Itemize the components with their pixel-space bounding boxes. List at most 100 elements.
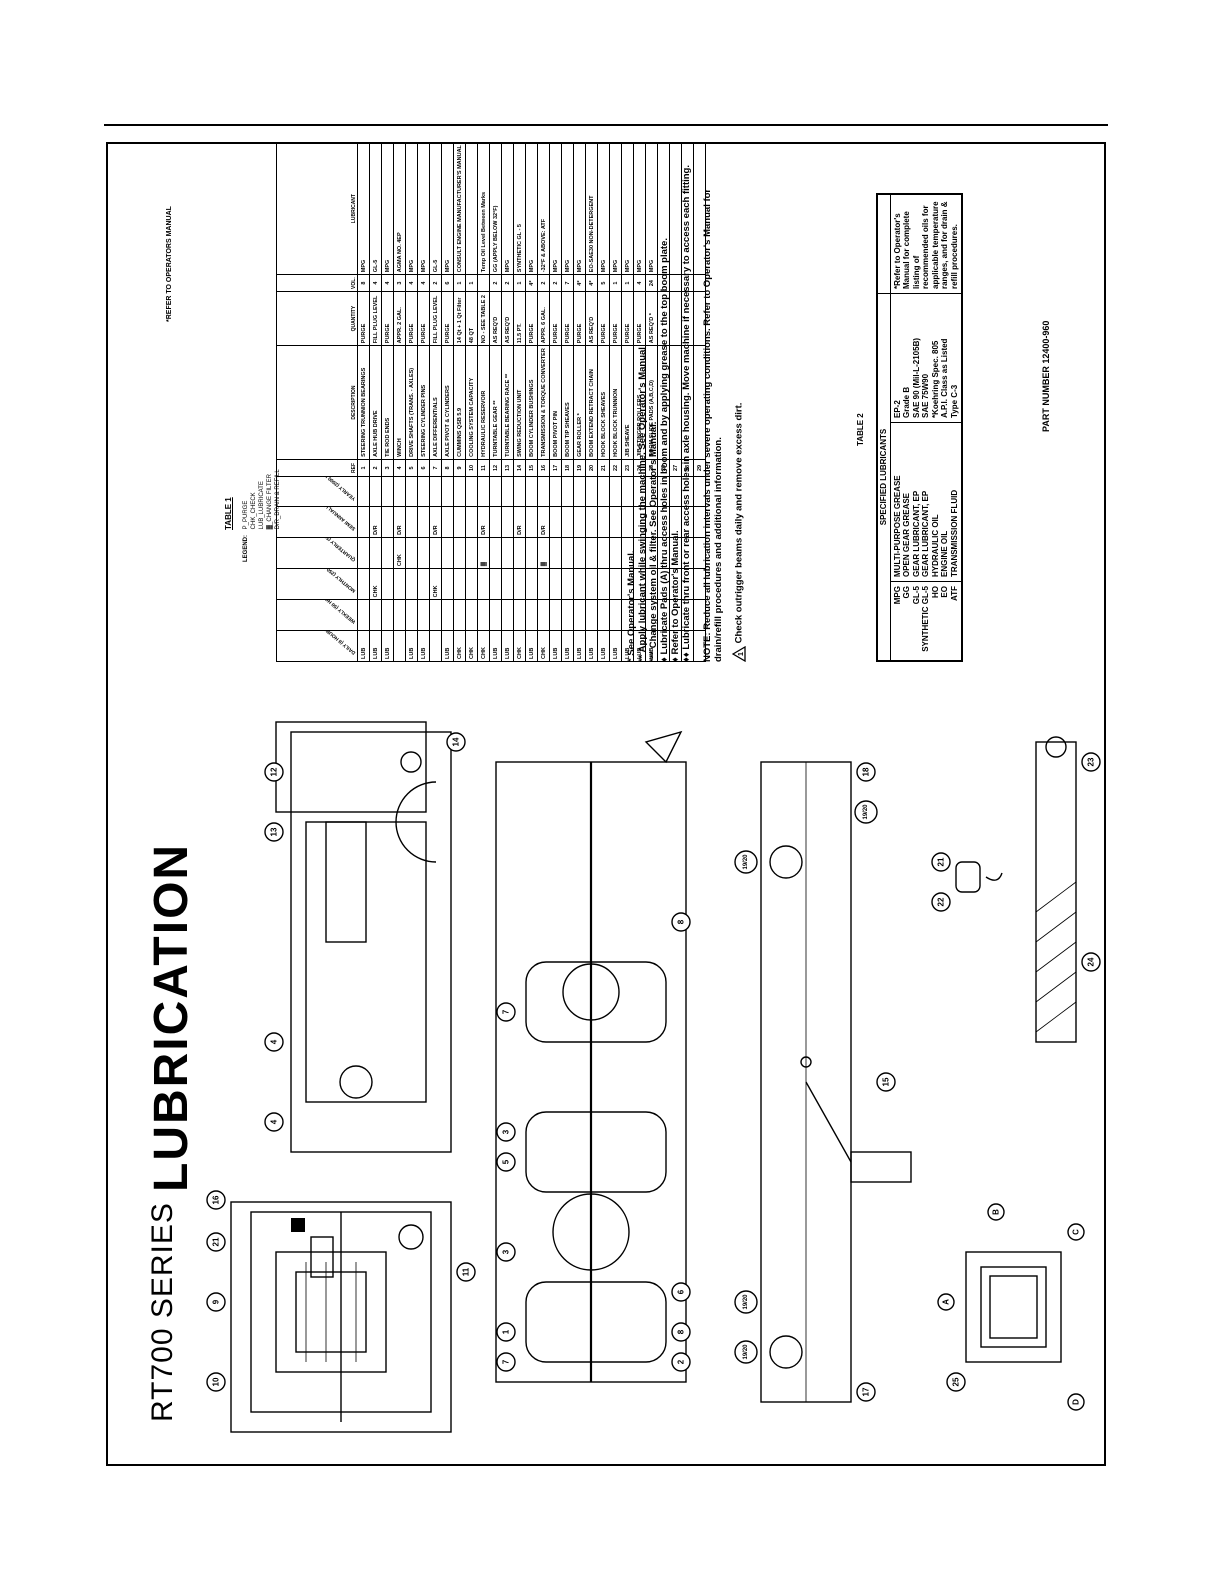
interval-cell — [501, 476, 514, 507]
desc-cell: STEERING TRUNNION BEARINGS — [357, 345, 370, 460]
interval-cell: LUB — [549, 630, 562, 662]
boom-cross-section — [965, 1251, 1062, 1363]
interval-cell — [549, 506, 562, 538]
col-header-lub: LUBRICANT — [276, 142, 358, 275]
vol-cell: 2 — [501, 274, 514, 292]
interval-cell — [609, 599, 622, 631]
hook-block — [955, 861, 1003, 893]
callout-D: D — [1067, 1393, 1085, 1411]
vol-cell: 4 — [405, 274, 418, 292]
interval-cell — [465, 568, 478, 600]
desc-cell: GEAR ROLLER * — [573, 345, 586, 460]
qty-cell: 14 Qt + 1 Qt Filter — [453, 291, 466, 346]
svg-text:25: 25 — [952, 1377, 961, 1386]
interval-cell — [513, 476, 526, 507]
svg-text:5: 5 — [502, 1159, 511, 1164]
interval-cell — [573, 599, 586, 631]
interval-cell: CHK — [429, 568, 442, 600]
interval-cell — [429, 599, 442, 631]
interval-cell — [597, 537, 610, 569]
legend-item: CHK_CHECK — [251, 492, 257, 530]
interval-cell — [585, 476, 598, 507]
ref-cell: 12 — [489, 459, 502, 477]
qty-cell: PURGE — [597, 291, 610, 346]
interval-cell — [525, 476, 538, 507]
interval-cell — [597, 476, 610, 507]
desc-cell: BOOM PIVOT PIN — [549, 345, 562, 460]
legend-item: ▓_CHANGE FILTER — [267, 474, 273, 530]
lub-cell: MPG — [609, 142, 622, 275]
interval-cell — [417, 537, 430, 569]
interval-cell — [381, 568, 394, 600]
interval-cell — [477, 599, 490, 631]
interval-cell — [441, 506, 454, 538]
interval-cell: LUB — [609, 630, 622, 662]
lub-cell: MPG — [417, 142, 430, 275]
interval-cell — [501, 537, 514, 569]
interval-cell — [561, 476, 574, 507]
vol-cell — [477, 274, 490, 292]
interval-cell — [537, 476, 550, 507]
vol-cell: 4 — [369, 274, 382, 292]
svg-text:11: 11 — [462, 1267, 471, 1276]
lub-cell: AGMA NO. 4EP — [393, 142, 406, 275]
ref-cell: 7 — [429, 459, 442, 477]
interval-cell — [453, 537, 466, 569]
interval-cell — [357, 476, 370, 507]
desc-cell: HOOK BLOCK TRUNNION — [609, 345, 622, 460]
qty-cell: APPR. 6 GAL. — [537, 291, 550, 346]
ref-cell: 5 — [405, 459, 418, 477]
lub-cell: MPG — [381, 142, 394, 275]
interval-cell — [561, 506, 574, 538]
lub-cell: -32°F & ABOVE: ATF — [537, 142, 550, 275]
callout-25: 25 — [946, 1372, 966, 1392]
lub-cell: MPG — [549, 142, 562, 275]
refer-note: *REFER TO OPERATORS MANUAL — [166, 206, 173, 322]
interval-cell — [393, 476, 406, 507]
callout-8b: 8 — [671, 912, 691, 932]
interval-cell: LUB — [573, 630, 586, 662]
desc-cell: BOOM CYLINDER BUSHINGS — [525, 345, 538, 460]
lub-cell: MPG — [525, 142, 538, 275]
interval-cell: CHK — [465, 630, 478, 662]
callout-9: 9 — [206, 1292, 226, 1312]
callout-12: 12 — [264, 762, 284, 782]
interval-cell: LUB — [369, 630, 382, 662]
interval-cell — [525, 568, 538, 600]
note-line: * See Operator's Manual. — [626, 550, 637, 662]
interval-cell: LUB — [561, 630, 574, 662]
callout-19-20d: 19/20 — [854, 800, 878, 824]
vol-cell: 2 — [489, 274, 502, 292]
vol-cell: 2 — [429, 274, 442, 292]
interval-cell — [597, 568, 610, 600]
desc-cell: TURNTABLE GEAR ** — [489, 345, 502, 460]
qty-cell: PURGE — [357, 291, 370, 346]
svg-text:21: 21 — [937, 857, 946, 866]
lub-cell: MPG — [561, 142, 574, 275]
interval-cell — [489, 476, 502, 507]
svg-text:7: 7 — [502, 1009, 511, 1014]
interval-cell — [549, 568, 562, 600]
vol-cell: 5 — [597, 274, 610, 292]
desc-cell: COOLING SYSTEM CAPACITY — [465, 345, 478, 460]
vol-cell: 4 — [417, 274, 430, 292]
vol-cell: 2 — [549, 274, 562, 292]
callout-24: 24 — [1081, 952, 1101, 972]
ref-cell: 2 — [369, 459, 382, 477]
notes-block: * See Operator's Manual. ** Apply lubric… — [626, 162, 746, 663]
lub-cell: CONSULT ENGINE MANUFACTURER'S MANUAL — [453, 142, 466, 275]
svg-text:4: 4 — [270, 1119, 279, 1124]
interval-cell — [381, 599, 394, 631]
interval-cell — [453, 568, 466, 600]
svg-text:A: A — [942, 1299, 951, 1305]
svg-text:9: 9 — [212, 1299, 221, 1304]
interval-cell — [357, 506, 370, 538]
